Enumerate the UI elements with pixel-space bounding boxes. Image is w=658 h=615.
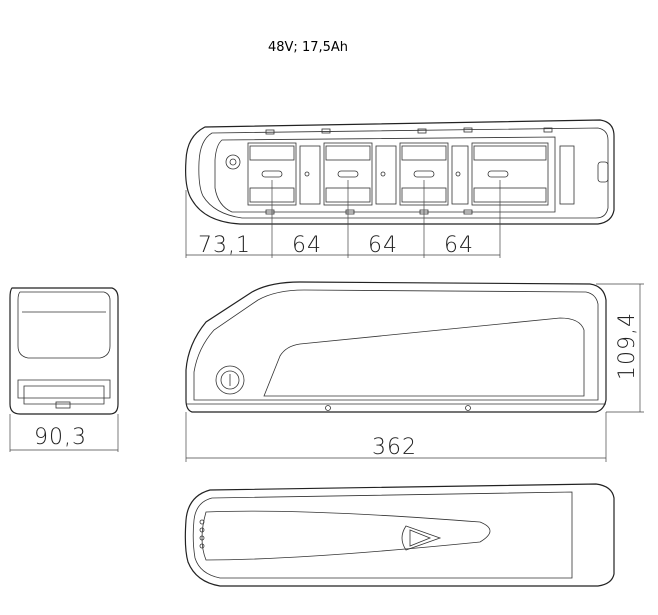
dim-64-b: 64 xyxy=(368,233,398,258)
dim-64-a: 64 xyxy=(292,233,322,258)
dim-90-3: 90,3 xyxy=(34,425,87,450)
dim-362: 362 xyxy=(372,435,417,460)
dim-64-c: 64 xyxy=(444,233,474,258)
top-view: 73,1 64 64 64 xyxy=(185,119,615,258)
spec-caption: 48V; 17,5Ah xyxy=(268,40,349,55)
dim-73-1: 73,1 xyxy=(198,233,251,258)
dim-109-4: 109,4 xyxy=(615,312,640,380)
end-view: 90,3 xyxy=(9,287,119,452)
bottom-view xyxy=(184,483,615,587)
side-view: 362 109,4 xyxy=(185,281,644,462)
